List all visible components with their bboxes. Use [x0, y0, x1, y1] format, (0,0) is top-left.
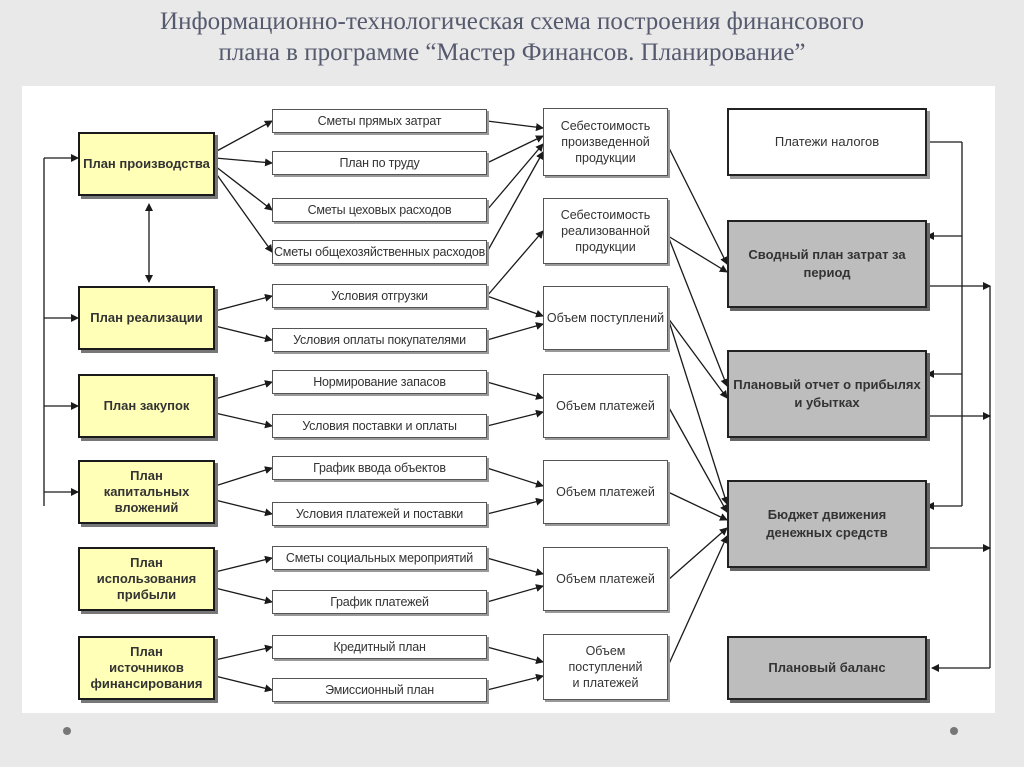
emission-plan: Эмиссионный план [272, 678, 487, 702]
payments-volume-2: Объем платежей [543, 460, 668, 524]
receipts-payments-volume: Объем поступлений и платежей [543, 634, 668, 700]
labor-plan: План по труду [272, 151, 487, 175]
buyer-payment-terms: Условия оплаты покупателями [272, 328, 487, 352]
direct-costs-estimates: Сметы прямых затрат [272, 109, 487, 133]
payments-volume-3: Объем платежей [543, 547, 668, 611]
payment-schedule: График платежей [272, 590, 487, 614]
tax-payments: Платежи налогов [727, 108, 927, 176]
receipts-volume: Объем поступлений [543, 286, 668, 350]
payments-volume-1: Объем платежей [543, 374, 668, 438]
supply-payment-terms: Условия поставки и оплаты [272, 414, 487, 438]
social-events-estimates: Сметы социальных мероприятий [272, 546, 487, 570]
produced-goods-cost: Себестоимость произведенной продукции [543, 108, 668, 176]
slide-dot-left [63, 727, 71, 735]
credit-plan: Кредитный план [272, 635, 487, 659]
connector-lines [43, 120, 991, 693]
title-line-1: Информационно-технологическая схема пост… [160, 8, 864, 35]
inventory-standards: Нормирование запасов [272, 370, 487, 394]
plan-purchases: План закупок [78, 374, 215, 438]
overhead-costs-estimates: Сметы общехозяйственных расходов [272, 240, 487, 264]
diagram-panel: План производства План реализации План з… [22, 86, 995, 713]
slide-title: Информационно-технологическая схема пост… [0, 6, 1024, 68]
slide-dot-right [950, 727, 958, 735]
plan-capital-investments: План капитальных вложений [78, 460, 215, 524]
plan-sales: План реализации [78, 286, 215, 350]
planned-income-statement: Плановый отчет о прибылях и убытках [727, 350, 927, 438]
cash-flow-budget: Бюджет движения денежных средств [727, 480, 927, 568]
shop-costs-estimates: Сметы цеховых расходов [272, 198, 487, 222]
plan-production: План производства [78, 132, 215, 196]
title-line-2: плана в программе “Мастер Финансов. План… [218, 39, 806, 66]
plan-funding-sources: План источников финансирования [78, 636, 215, 700]
commissioning-schedule: График ввода объектов [272, 456, 487, 480]
planned-balance: Плановый баланс [727, 636, 927, 700]
payment-supply-terms: Условия платежей и поставки [272, 502, 487, 526]
sold-goods-cost: Себестоимость реализованной продукции [543, 198, 668, 264]
shipping-terms: Условия отгрузки [272, 284, 487, 308]
summary-cost-plan: Сводный план затрат за период [727, 220, 927, 308]
plan-profit-use: План использования прибыли [78, 547, 215, 611]
